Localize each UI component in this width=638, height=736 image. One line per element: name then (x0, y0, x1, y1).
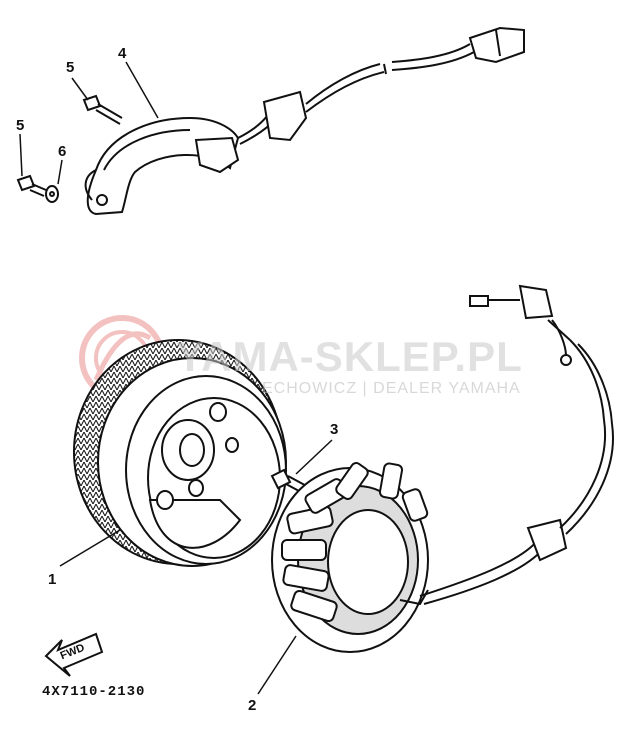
callout-3: 3 (330, 421, 339, 438)
callout-5-lower: 5 (16, 117, 25, 134)
diagram-part-code: 4X7110-2130 (42, 684, 146, 700)
watermark-subtitle: ECHOWICZ | DEALER YAMAHA (262, 380, 521, 397)
callout-6: 6 (58, 143, 67, 160)
callout-4: 4 (118, 45, 127, 62)
stator-assembly (271, 284, 614, 653)
pickup-coil-assembly (84, 26, 525, 216)
leader-lines (19, 61, 333, 695)
watermark-brand: YAMA-SKLEP.PL (176, 333, 523, 380)
callout-2: 2 (248, 697, 257, 714)
callout-5-upper: 5 (66, 59, 75, 76)
bolt-upper (82, 94, 123, 125)
callout-1: 1 (48, 571, 57, 588)
flywheel-rotor (73, 339, 287, 567)
bolt-lower (16, 174, 47, 197)
forward-arrow-icon (44, 632, 104, 677)
washer (45, 185, 59, 203)
